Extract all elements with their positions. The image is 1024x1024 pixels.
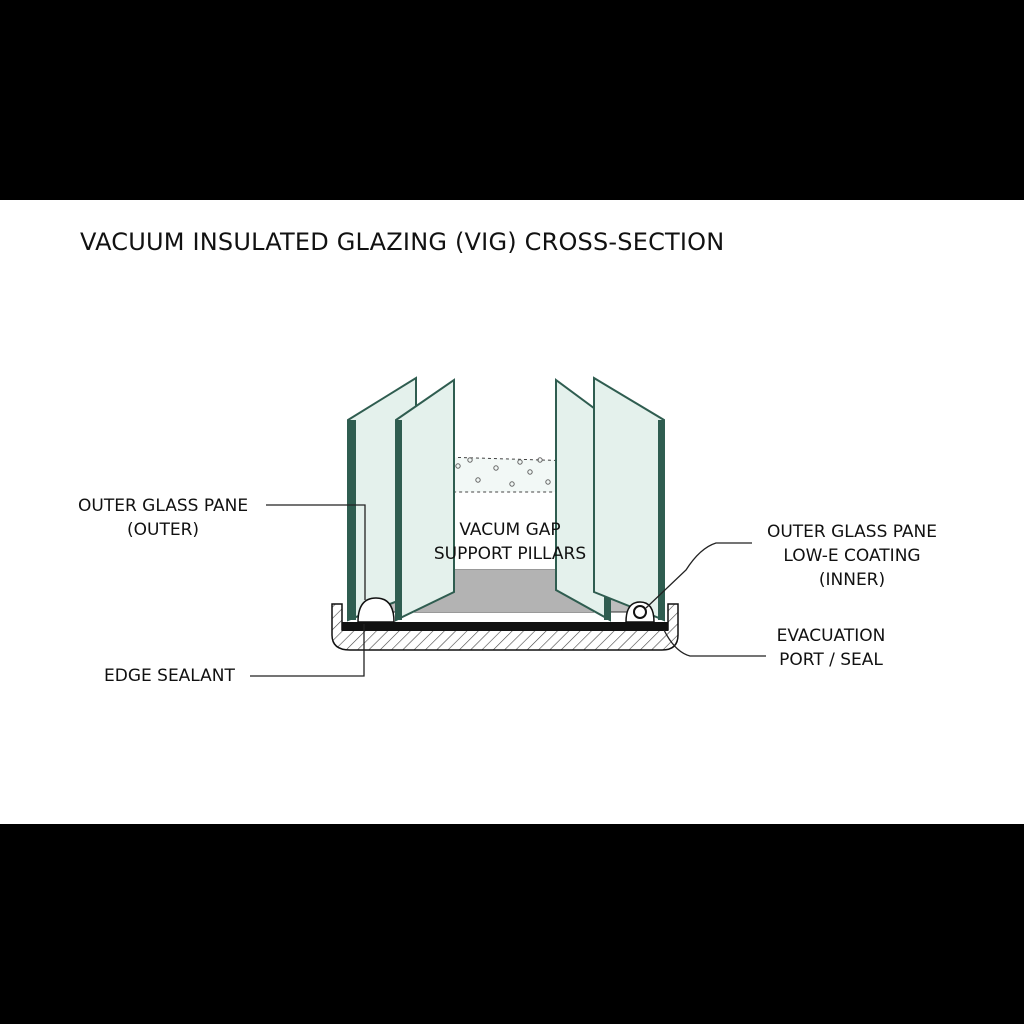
label-outer-pane-line2: (OUTER) <box>127 520 200 540</box>
label-inner-pane-line1: OUTER GLASS PANE <box>766 522 938 542</box>
label-gap-line1: VACUM GAP <box>459 520 561 540</box>
label-inner-pane-line3: (INNER) <box>818 570 886 590</box>
label-outer-glass-pane: OUTER GLASS PANE (OUTER) <box>78 494 248 542</box>
left-inner-pane <box>395 378 455 622</box>
top-letterbox-band <box>0 0 1024 200</box>
label-edge-sealant: EDGE SEALANT <box>104 666 235 686</box>
label-evacuation-port: EVACUATION PORT / SEAL <box>766 624 896 672</box>
diagram-title: VACUUM INSULATED GLAZING (VIG) CROSS-SEC… <box>80 228 725 256</box>
label-inner-pane-line2: LOW-E COATING <box>783 546 921 566</box>
edge-sealant-strip <box>342 622 668 631</box>
label-outer-pane-line1: OUTER GLASS PANE <box>78 496 249 516</box>
leader-edge-sealant <box>250 624 365 677</box>
label-evacuation-line2: PORT / SEAL <box>779 650 883 670</box>
bottom-letterbox-band <box>0 824 1024 1024</box>
leader-evacuation <box>663 629 766 657</box>
leader-outer-pane <box>266 504 366 600</box>
edge-sealant-bead <box>357 597 395 623</box>
leader-inner-pane <box>645 542 752 609</box>
label-gap-line2: SUPPORT PILLARS <box>433 544 587 564</box>
label-vacuum-gap: VACUM GAP SUPPORT PILLARS <box>430 518 590 566</box>
label-evacuation-line1: EVACUATION <box>776 626 886 646</box>
label-inner-glass-pane: OUTER GLASS PANE LOW-E COATING (INNER) <box>752 520 952 592</box>
leader-lines <box>250 504 766 677</box>
edge-frame-base <box>331 603 679 651</box>
right-outer-pane <box>593 376 665 622</box>
diagram-canvas <box>0 200 1024 824</box>
